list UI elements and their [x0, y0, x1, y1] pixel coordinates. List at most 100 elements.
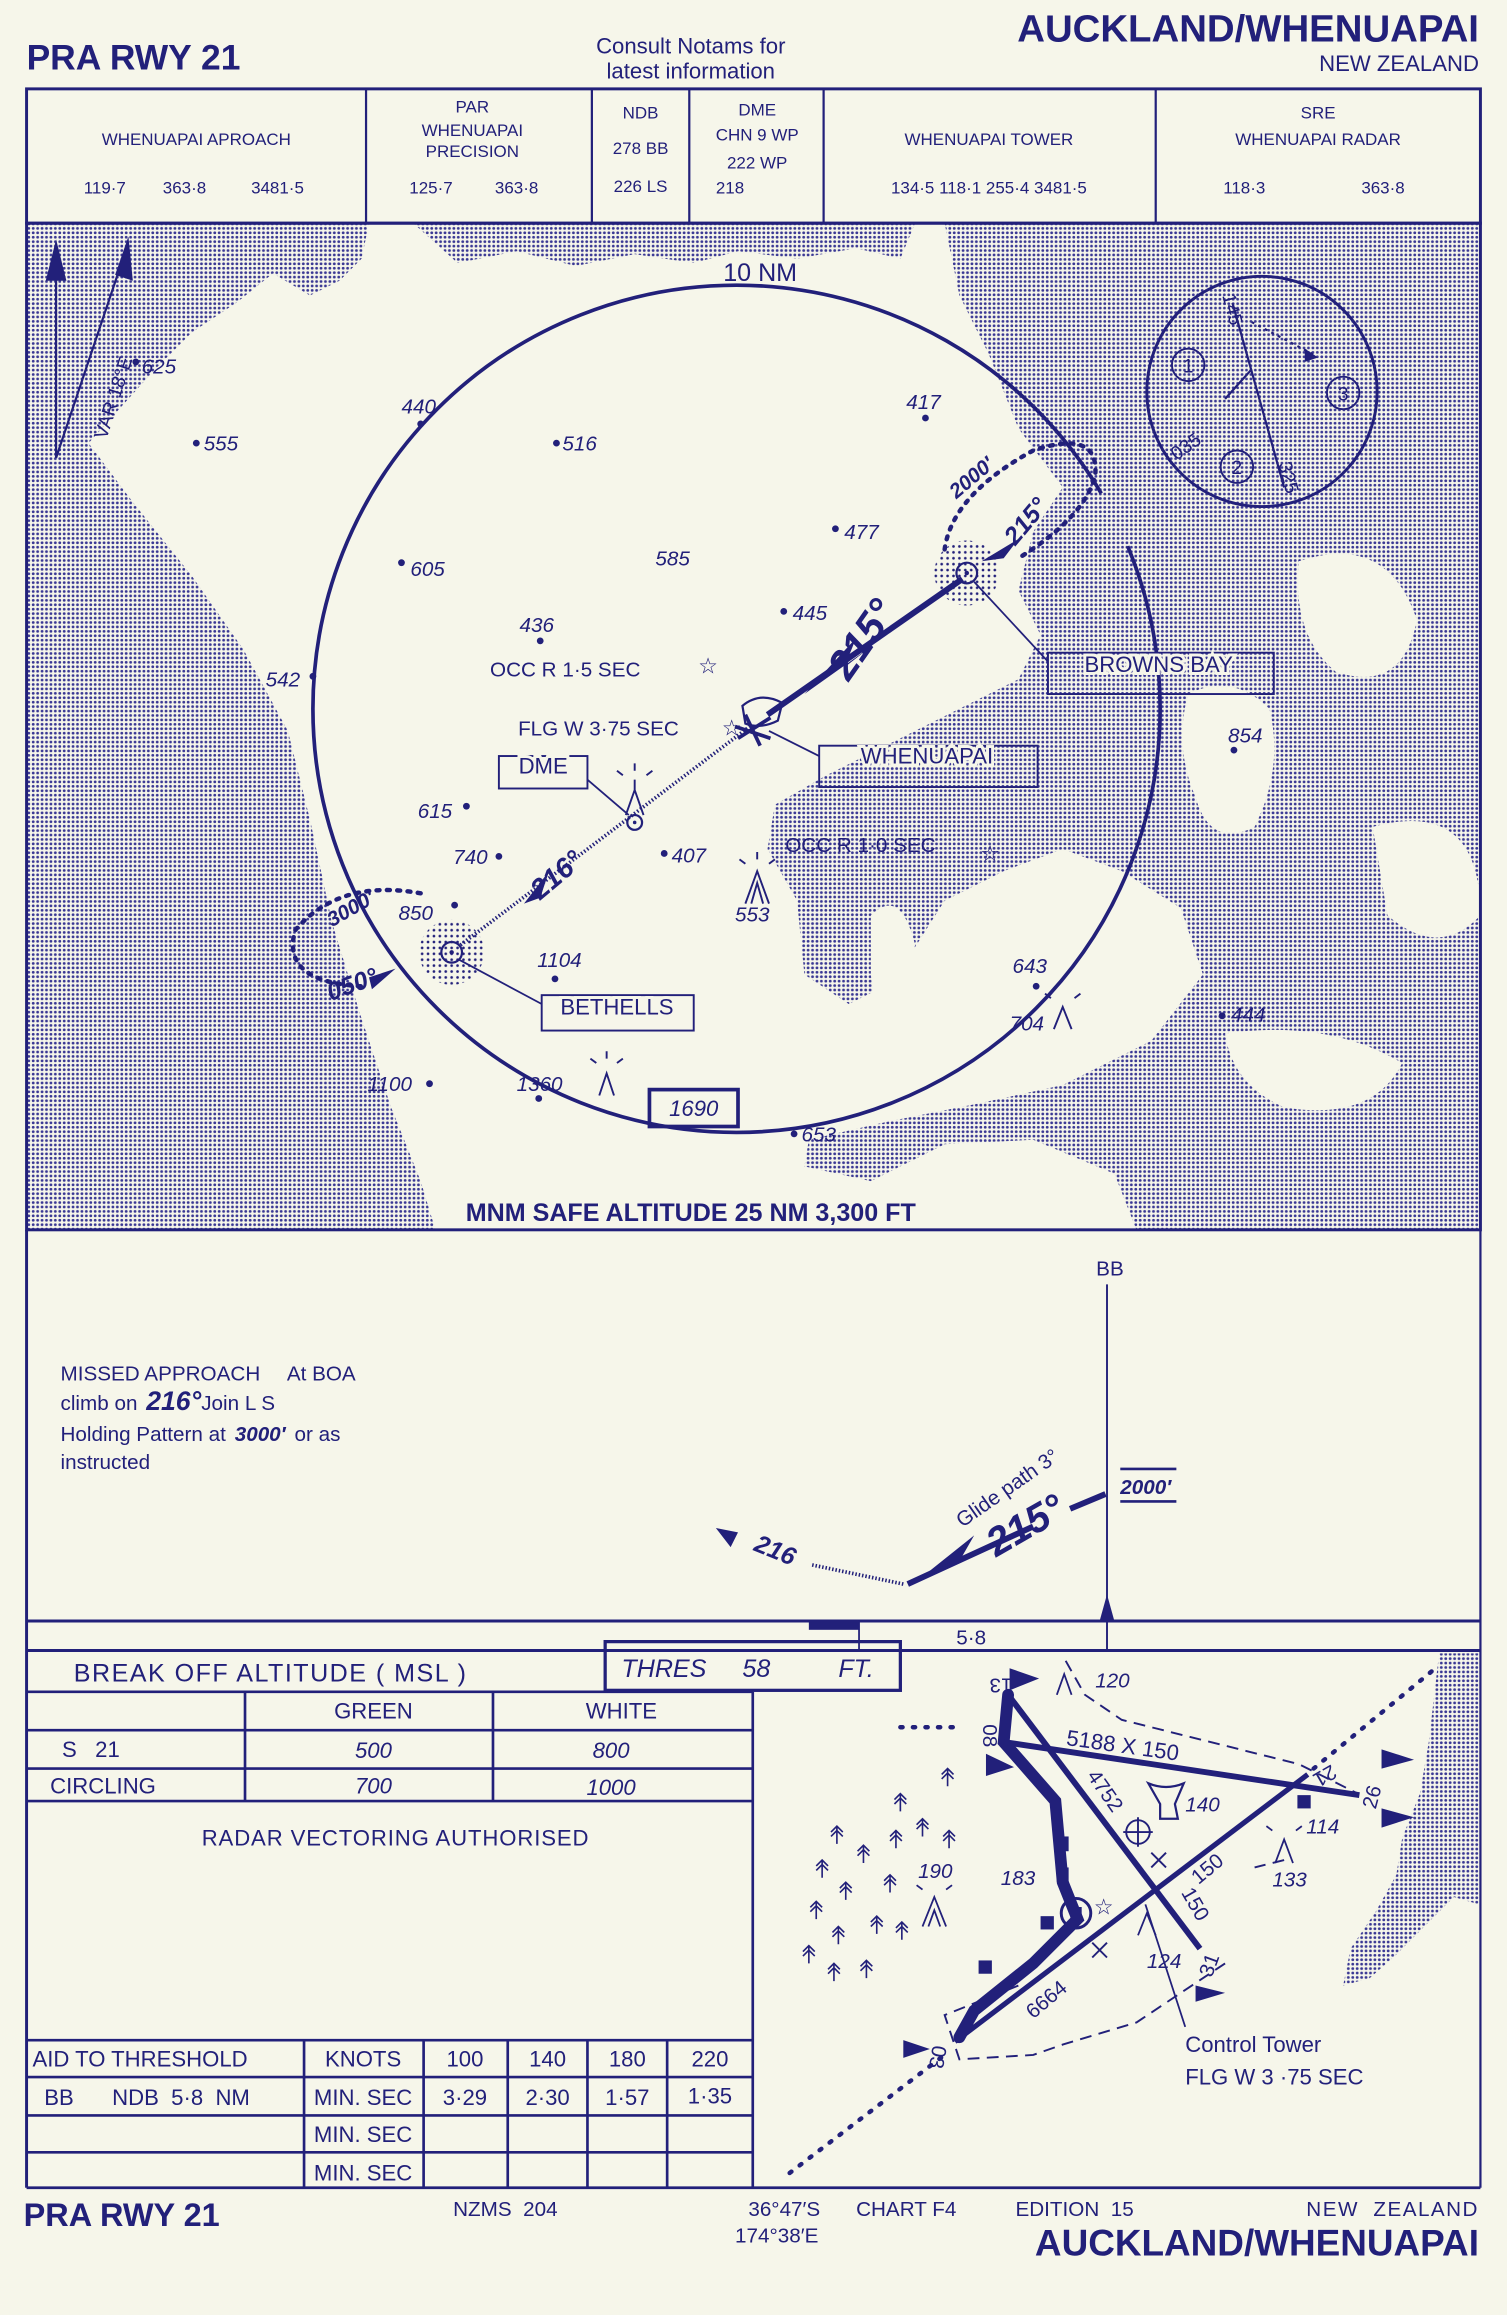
obstacle-icon: [616, 763, 653, 816]
spot-height: 643: [1013, 955, 1048, 978]
control-tower-label: Control Tower: [1185, 2032, 1321, 2057]
header: PRA RWY 21 Consult Notams for latest inf…: [27, 8, 1479, 84]
knots-header: KNOTS: [325, 2047, 401, 2072]
green-value: 500: [355, 1738, 393, 1763]
map-frame: [25, 221, 1482, 1232]
spot-height: 615: [418, 800, 453, 823]
whenuapai-label: WHENUAPAI: [861, 743, 993, 768]
star-icon: ☆: [698, 653, 718, 678]
building-icon: [1056, 1867, 1069, 1883]
water-inlet: [870, 905, 916, 1035]
missed-approach-arrowhead: [715, 1527, 739, 1548]
browns-bay-label: BROWNS BAY: [1084, 652, 1233, 677]
spot-height: 477: [844, 521, 880, 544]
minimum-safe-altitude: MNM SAFE ALTITUDE 25 NM 3,300 FT: [466, 1199, 917, 1227]
missed-climb: climb on: [61, 1392, 138, 1415]
sre-name: WHENUAPAI RADAR: [1235, 130, 1401, 149]
aerodrome-beacon: FLG W 3·75 SEC: [518, 717, 679, 740]
spot-height: 516: [562, 432, 597, 455]
runway-08-26: [1003, 1739, 1360, 1799]
elevation: 183: [1001, 1867, 1036, 1890]
time: 2·30: [525, 2085, 569, 2110]
fix-label: BB: [1096, 1258, 1124, 1281]
par-freq-2: 363·8: [495, 179, 538, 198]
runway-number-26: 26: [1358, 1783, 1386, 1811]
browns-bay-label-box: BROWNS BAY: [973, 581, 1275, 695]
spot-height: 854: [1228, 725, 1262, 748]
control-tower-light: FLG W 3 ·75 SEC: [1185, 2064, 1363, 2089]
browns-bay-ndb-icon: [934, 540, 1000, 606]
footer-aerodrome: AUCKLAND/WHENUAPAI: [1035, 2223, 1479, 2264]
true-north-arrowhead: [45, 239, 67, 281]
missed-holding-alt: 3000′: [235, 1423, 287, 1446]
speed: 140: [529, 2047, 566, 2072]
time-unit: MIN. SEC: [314, 2085, 412, 2110]
dme-station-icon: [626, 813, 644, 831]
building-icon: [1040, 1916, 1054, 1930]
obstacle-icons-aerodrome: [916, 1671, 1303, 1936]
tower-freqs: 134·5 118·1 255·4 3481·5: [891, 179, 1087, 198]
water-bay-2: [1297, 553, 1417, 678]
elevation: 120: [1095, 1669, 1130, 1692]
country-title: NEW ZEALAND: [1319, 51, 1479, 76]
column-green: GREEN: [334, 1698, 413, 1723]
hold-arrowhead: [369, 968, 396, 990]
column-white: WHITE: [586, 1698, 657, 1723]
time: 1·35: [688, 2084, 732, 2109]
chart-number: CHART F4: [856, 2198, 956, 2221]
runway-number-03: 03: [924, 2044, 951, 2071]
missed-climb-course: 216°: [145, 1386, 201, 1416]
map-reference: NZMS 204: [453, 2198, 557, 2221]
break-off-table: BREAK OFF ALTITUDE ( MSL ) THRES 58 FT. …: [26, 1640, 902, 2188]
star-icon: ☆: [722, 715, 742, 740]
dme-channel: CHN 9 WP: [716, 126, 799, 145]
elevation: 124: [1147, 1950, 1181, 1973]
procedure-title: PRA RWY 21: [27, 38, 241, 78]
spot-heights: 625 555 440 516 417 477 605 585 436 445 …: [132, 356, 1265, 1146]
footer-procedure: PRA RWY 21: [24, 2197, 220, 2233]
aid-desc: NDB 5·8 NM: [112, 2085, 250, 2110]
land-west-coast: [26, 223, 436, 1230]
obstacle-icon: [589, 1051, 624, 1096]
timing-table: AID TO THRESHOLD KNOTS 100 140 180 220 B…: [26, 2038, 1481, 2190]
spot-height: 1104: [537, 949, 581, 972]
latitude: 36°47′S: [748, 2198, 820, 2221]
spot-height: 417: [906, 391, 942, 414]
spot-height: 444: [1231, 1004, 1265, 1027]
spot-height: 436: [520, 614, 555, 637]
footer-country: NEW ZEALAND: [1306, 2198, 1479, 2221]
fix-arrowhead: [1099, 1594, 1115, 1621]
sector-2: 2: [1232, 458, 1243, 479]
spot-height: 553: [735, 903, 770, 926]
aid-header: AID TO THRESHOLD: [32, 2047, 247, 2072]
dme-title: DME: [738, 100, 776, 119]
building-icon: [1056, 1836, 1069, 1852]
aid-name: BB: [44, 2085, 74, 2110]
inbound-arrowhead: [804, 637, 871, 695]
heliport-icon: [1059, 1896, 1093, 1930]
time: 3·29: [443, 2085, 487, 2110]
bethells-label-box: BETHELLS: [458, 958, 695, 1032]
highest-terrain-box: 1690: [647, 1087, 740, 1129]
ring-10nm-label: 10 NM: [723, 259, 797, 287]
obstacle-icon: [738, 851, 776, 904]
missed-holding: Holding Pattern at: [61, 1423, 227, 1446]
heliport-letter-icon: H: [1069, 1905, 1083, 1926]
break-off-title: BREAK OFF ALTITUDE ( MSL ): [74, 1659, 468, 1687]
row-label: CIRCLING: [50, 1774, 156, 1799]
spot-height: 407: [672, 844, 708, 867]
par-freq-1: 125·7: [409, 179, 452, 198]
aerodrome-icon: [734, 696, 784, 747]
row-label: S 21: [62, 1737, 120, 1762]
water-bay-1: [1182, 685, 1275, 834]
ndb-title: NDB: [623, 103, 659, 122]
par-line3: PRECISION: [426, 142, 519, 161]
threshold-unit: FT.: [838, 1655, 873, 1683]
distance-to-threshold: 5·8: [956, 1627, 986, 1650]
sector-1: 1: [1183, 356, 1194, 377]
land-east: [767, 223, 1481, 1230]
speed: 220: [691, 2047, 728, 2072]
